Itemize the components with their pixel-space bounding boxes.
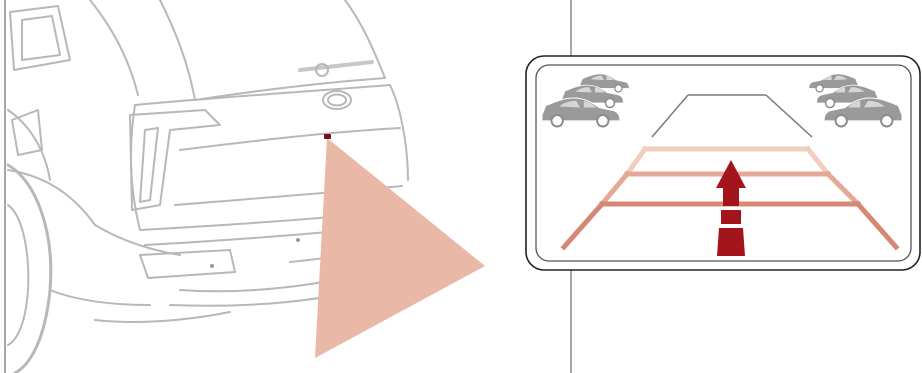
rear-camera-icon bbox=[324, 134, 331, 139]
camera-field-of-view bbox=[315, 138, 485, 358]
vehicle-illustration-panel bbox=[0, 0, 573, 373]
rear-tire bbox=[8, 165, 51, 373]
suv-rear-view-illustration bbox=[0, 0, 573, 373]
bumper-reflector-left bbox=[140, 250, 235, 278]
side-window bbox=[10, 6, 70, 70]
tailgate-outline bbox=[135, 85, 408, 180]
rear-view-display-screen bbox=[520, 52, 922, 274]
parking-sensor bbox=[210, 264, 214, 268]
display-screen-drawing bbox=[520, 52, 922, 274]
c-pillar-line bbox=[90, 0, 138, 95]
rear-wiper bbox=[300, 62, 372, 70]
parking-sensor bbox=[296, 238, 300, 242]
rear-glass-edge bbox=[160, 0, 195, 100]
